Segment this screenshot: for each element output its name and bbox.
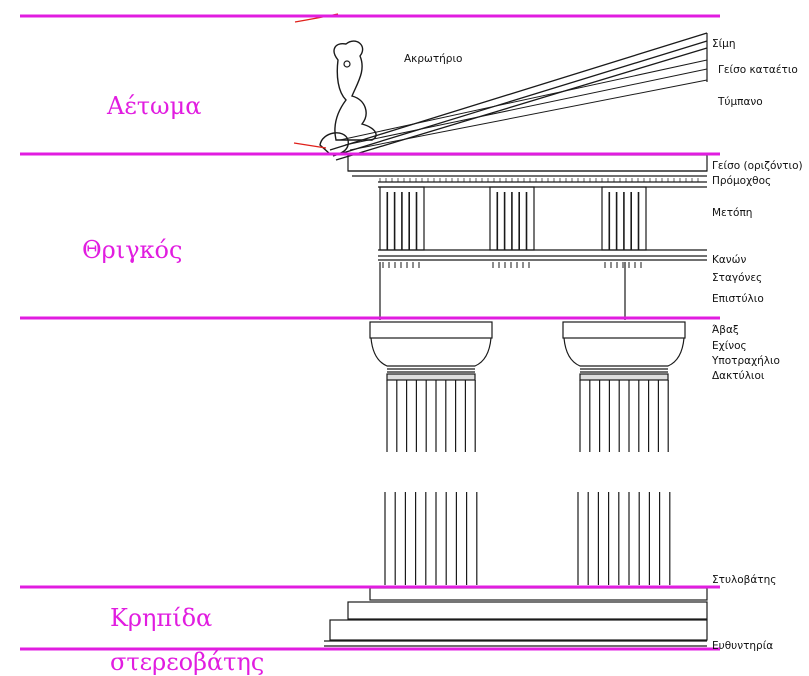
part-label-akroterio: Ακρωτήριο [404, 53, 463, 65]
temple-elevation-drawing [293, 13, 708, 647]
part-label-efthyntiria: Ευθυντηρία [712, 640, 774, 652]
raking-cornice-line [339, 59, 708, 141]
section-dividers [20, 14, 720, 651]
part-label-geiso-orizontio: Γείσο (οριζόντιο) [712, 160, 803, 172]
echinus [370, 337, 492, 367]
part-label-geiso-kataetio: Γείσο καταέτιο [718, 64, 798, 76]
part-label-stylovatis: Στυλοβάτης [712, 574, 777, 586]
red-pointer-line [293, 142, 327, 149]
raking-cornice-line [332, 40, 708, 157]
part-label-daktylioi: Δακτύλιοι [712, 370, 765, 382]
stylobate [369, 587, 708, 601]
section-label-aetoma: Αέτωμα [107, 92, 202, 120]
hypotrachelion [579, 373, 669, 381]
krepidoma-step [347, 601, 708, 620]
raking-cornice-line [335, 47, 708, 161]
part-label-metopi: Μετόπη [712, 207, 753, 219]
section-label-thrigkos: Θριγκός [82, 236, 183, 264]
krepidoma-step [329, 619, 708, 641]
section-label-stereovatis: στερεοβάτης [110, 648, 265, 676]
raking-cornice-line [349, 79, 708, 151]
hypotrachelion [386, 373, 476, 381]
sphinx-head-detail [343, 60, 351, 68]
part-label-stagones: Σταγόνες [712, 272, 763, 284]
part-label-sima: Σίμη [712, 38, 736, 50]
part-label-avax: Άβαξ [712, 324, 739, 336]
part-label-promochthos: Πρόμοχθος [712, 175, 772, 187]
part-label-epistylio: Επιστύλιο [712, 293, 764, 305]
raking-cornice-line [329, 32, 708, 151]
horizontal-geison [347, 154, 708, 172]
part-label-ypotrachilio: Υποτραχήλιο [712, 355, 780, 367]
part-label-echinos: Εχίνος [712, 340, 747, 352]
abacus [562, 321, 686, 339]
section-label-krepida: Κρηπίδα [110, 604, 213, 632]
abacus [369, 321, 493, 339]
sphinx-akroterion-icon [333, 40, 377, 141]
echinus [563, 337, 685, 367]
raking-cornice-line [344, 68, 708, 146]
part-label-tympano: Τύμπανο [718, 96, 763, 108]
lion-head-spout-icon [319, 132, 349, 156]
part-label-kanon: Κανών [712, 254, 747, 266]
